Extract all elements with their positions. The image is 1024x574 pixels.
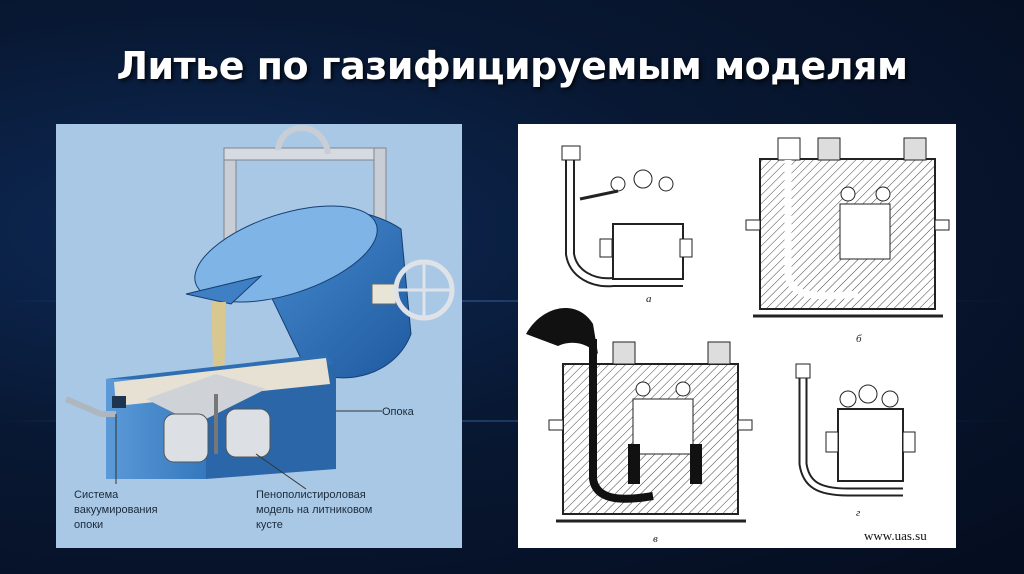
drawing-a: а: [561, 145, 693, 305]
vacuum-valve: [112, 396, 126, 408]
label-flask: Опока: [382, 406, 415, 418]
technical-drawings: а б: [526, 137, 950, 545]
label-vacuum-line: Система: [74, 489, 119, 501]
drawing-b: б: [745, 137, 950, 345]
drawing-v: в: [526, 307, 753, 545]
left-diagram-panel: Опока Система вакуумирования опоки Пеноп…: [56, 124, 462, 548]
label-vacuum-line: вакуумирования: [74, 504, 158, 516]
lost-foam-illustration: Опока Система вакуумирования опоки Пеноп…: [64, 125, 455, 531]
pouring-ladle: [185, 205, 455, 379]
caption-g: г: [856, 507, 861, 519]
drawing-g: г: [795, 363, 916, 519]
label-foam-line: модель на литниковом: [256, 504, 372, 516]
slide-title: Литье по газифицируемым моделям: [116, 44, 908, 88]
right-diagram-panel: а б: [518, 124, 956, 548]
flask-box: [106, 354, 336, 479]
caption-b: б: [856, 333, 862, 345]
background-streak: [0, 420, 1024, 422]
caption-a: а: [646, 293, 652, 305]
caption-v: в: [653, 533, 658, 545]
label-vacuum-line: опоки: [74, 519, 103, 531]
label-foam-line: Пенополистироловая: [256, 489, 366, 501]
background-streak: [0, 300, 1024, 302]
vacuum-pipe: [64, 396, 116, 417]
label-foam-line: кусте: [256, 519, 283, 531]
watermark: www.uas.su: [864, 528, 927, 543]
leader-line: [255, 453, 307, 490]
